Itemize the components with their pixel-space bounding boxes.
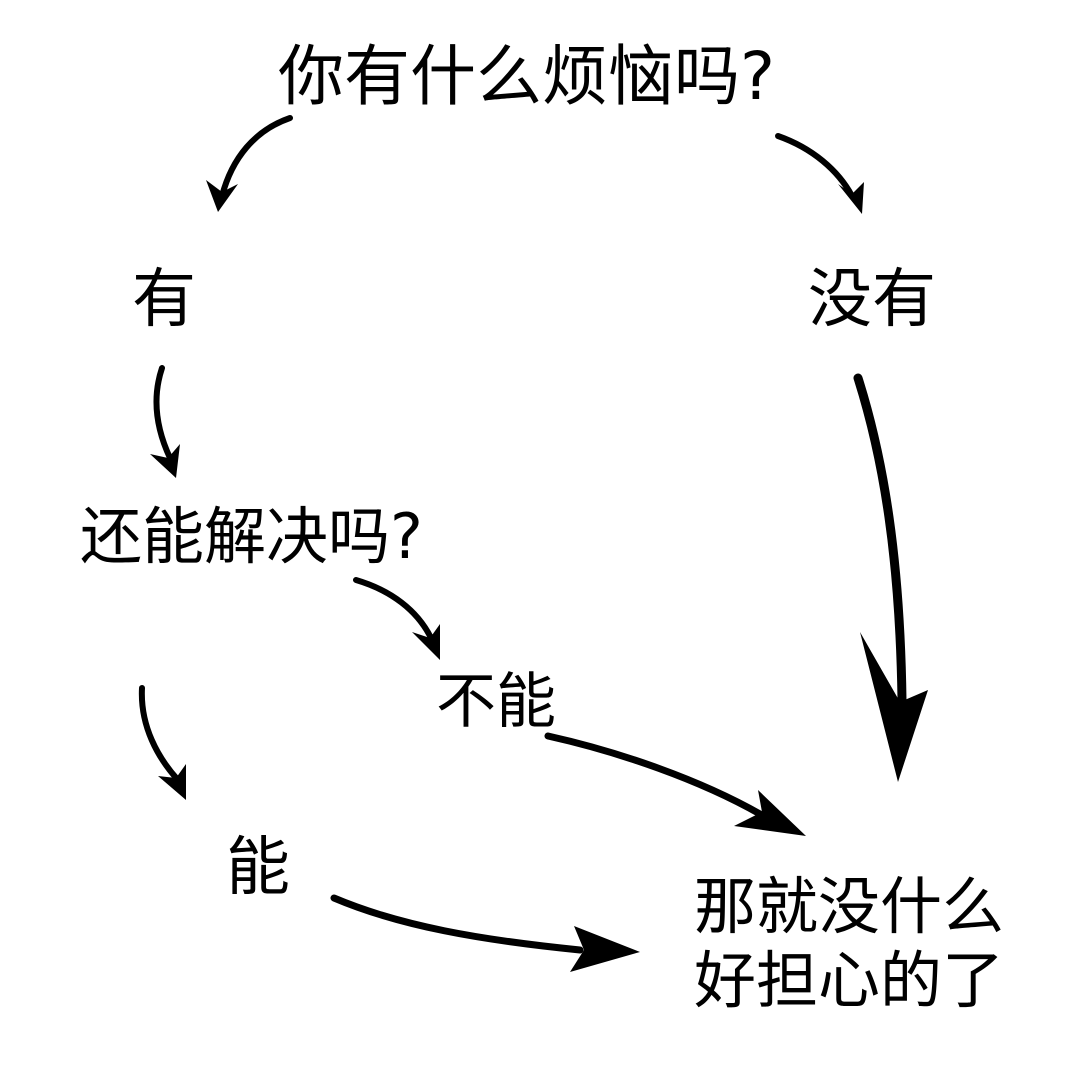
question-text: 你有什么烦恼吗?: [278, 38, 776, 115]
answer-can: 能: [226, 831, 290, 905]
arrow-yes-to-can-solve: [150, 365, 180, 478]
arrow-no-to-conclusion: [853, 373, 928, 782]
answer-no: 没有: [808, 263, 936, 337]
answer-yes: 有: [132, 263, 196, 337]
conclusion-line-1: 那就没什么: [694, 870, 1005, 943]
arrow-can-solve-to-cannot: [353, 577, 440, 660]
arrow-can-to-conclusion: [330, 894, 640, 972]
arrow-question-to-no: [775, 133, 864, 214]
arrow-cannot-to-conclusion: [544, 732, 806, 836]
arrow-can-solve-to-can: [138, 685, 186, 800]
can-solve-question: 还能解决吗?: [80, 500, 423, 573]
arrow-question-to-yes: [206, 115, 293, 212]
answer-cannot: 不能: [436, 667, 556, 737]
conclusion-line-2: 好担心的了: [694, 944, 1005, 1017]
